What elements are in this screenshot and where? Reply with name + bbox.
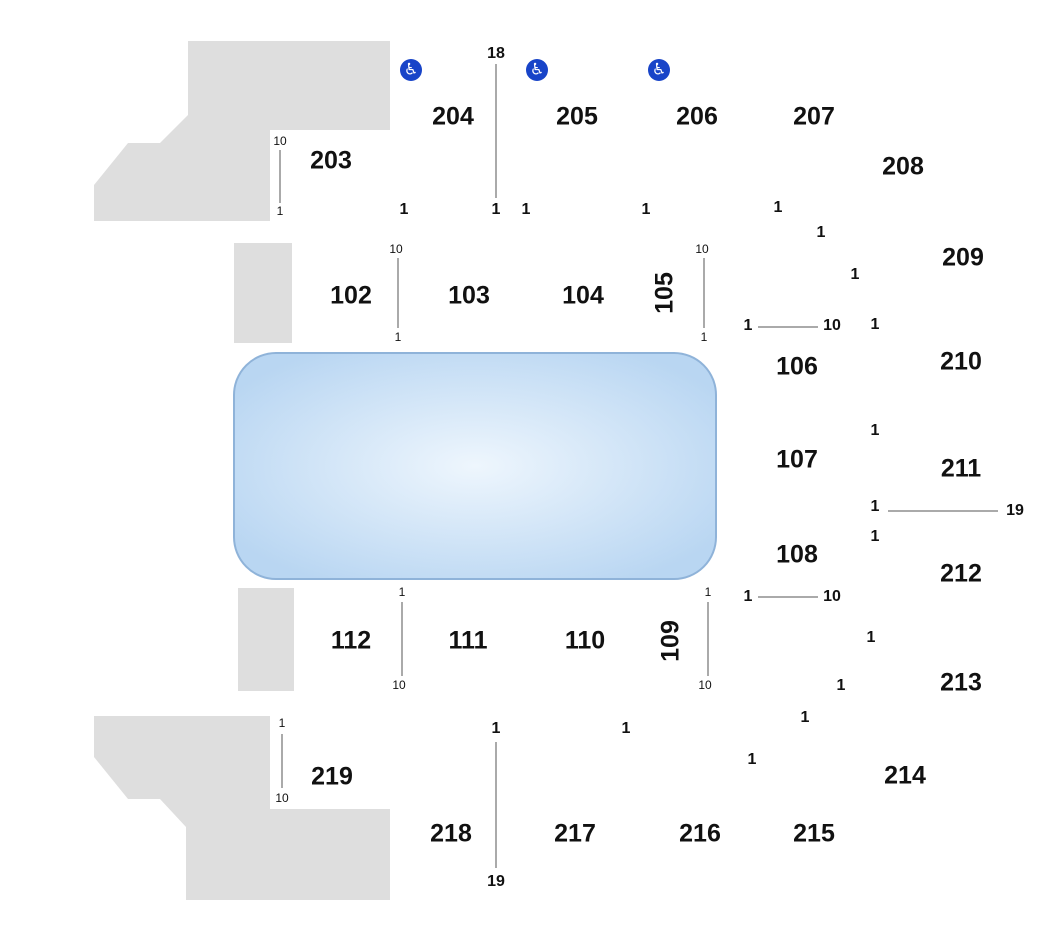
section-109-label[interactable]: 109 (657, 620, 685, 662)
lower-left-structure (94, 716, 390, 900)
row-marker: 1 (774, 199, 783, 216)
section-204-label[interactable]: 204 (432, 103, 474, 131)
row-marker: 10 (392, 678, 406, 692)
row-marker: 1 (279, 716, 286, 730)
upper-left-structure (94, 41, 390, 221)
section-209-label[interactable]: 209 (942, 244, 984, 272)
row-marker: 1 (801, 709, 810, 726)
row-marker: 1 (277, 204, 284, 218)
row-marker: 1 (744, 588, 753, 605)
row-marker: 1 (837, 677, 846, 694)
row-marker: 1 (395, 330, 402, 344)
section-104-label[interactable]: 104 (562, 282, 604, 310)
section-205-label[interactable]: 205 (556, 103, 598, 131)
row-marker: 10 (823, 588, 841, 605)
row-marker: 1 (492, 201, 501, 218)
section-108-label[interactable]: 108 (776, 541, 818, 569)
wheelchair-accessible-icon: ♿ (400, 59, 422, 81)
row-marker: 1 (642, 201, 651, 218)
row-marker: 1 (744, 317, 753, 334)
row-marker: 1 (400, 201, 409, 218)
row-marker: 1 (817, 224, 826, 241)
section-218-label[interactable]: 218 (430, 820, 472, 848)
row-marker: 1 (867, 629, 876, 646)
section-211-label[interactable]: 211 (941, 455, 981, 483)
row-marker: 1 (705, 585, 712, 599)
section-207-label[interactable]: 207 (793, 103, 835, 131)
row-marker: 1 (399, 585, 406, 599)
row-marker: 1 (871, 316, 880, 333)
left-lower-entry-block (238, 588, 294, 691)
section-210-label[interactable]: 210 (940, 348, 982, 376)
row-marker: 1 (851, 266, 860, 283)
section-206-label[interactable]: 206 (676, 103, 718, 131)
section-214-label[interactable]: 214 (884, 762, 926, 790)
row-marker: 1 (701, 330, 708, 344)
row-marker: 10 (823, 317, 841, 334)
row-marker: 10 (275, 791, 289, 805)
section-106-label[interactable]: 106 (776, 353, 818, 381)
row-marker: 10 (389, 242, 403, 256)
section-208-label[interactable]: 208 (882, 153, 924, 181)
section-213-label[interactable]: 213 (940, 669, 982, 697)
row-marker: 1 (871, 498, 880, 515)
section-107-label[interactable]: 107 (776, 446, 818, 474)
section-217-label[interactable]: 217 (554, 820, 596, 848)
row-marker: 1 (748, 751, 757, 768)
section-103-label[interactable]: 103 (448, 282, 490, 310)
row-marker: 18 (487, 45, 505, 62)
section-215-label[interactable]: 215 (793, 820, 835, 848)
row-marker: 10 (695, 242, 709, 256)
section-216-label[interactable]: 216 (679, 820, 721, 848)
wheelchair-accessible-icon: ♿ (648, 59, 670, 81)
section-111-label[interactable]: 111 (449, 627, 488, 655)
section-112-label[interactable]: 112 (331, 627, 371, 655)
row-marker: 10 (698, 678, 712, 692)
left-upper-entry-block (234, 243, 292, 343)
section-110-label[interactable]: 110 (565, 627, 605, 655)
row-marker: 19 (1006, 502, 1024, 519)
row-marker: 1 (522, 201, 531, 218)
section-102-label[interactable]: 102 (330, 282, 372, 310)
row-marker: 1 (871, 422, 880, 439)
section-203-label[interactable]: 203 (310, 147, 352, 175)
row-marker: 1 (871, 528, 880, 545)
row-marker: 1 (492, 720, 501, 737)
section-212-label[interactable]: 212 (940, 560, 982, 588)
wheelchair-accessible-icon: ♿ (526, 59, 548, 81)
section-219-label[interactable]: 219 (311, 763, 353, 791)
row-marker: 1 (622, 720, 631, 737)
svg-text:♿: ♿ (652, 62, 666, 79)
svg-text:♿: ♿ (404, 62, 418, 79)
section-105-label[interactable]: 105 (651, 272, 679, 314)
svg-text:♿: ♿ (530, 62, 544, 79)
row-marker: 19 (487, 873, 505, 890)
ice-rink (233, 352, 717, 580)
row-marker: 10 (273, 134, 287, 148)
